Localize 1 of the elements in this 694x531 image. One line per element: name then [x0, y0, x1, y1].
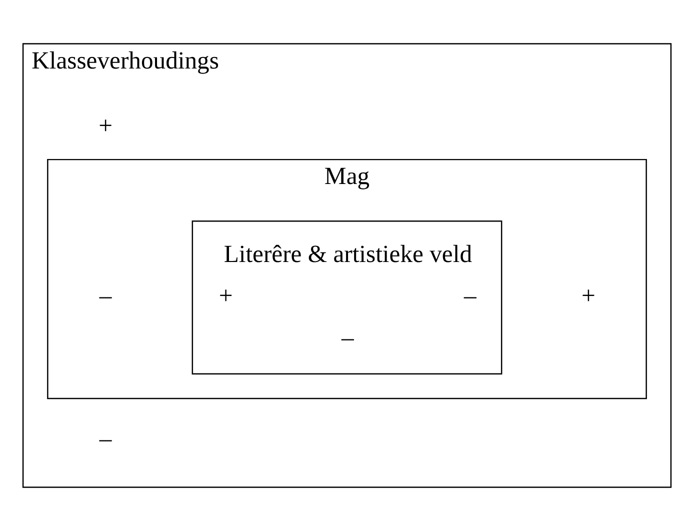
node-box: Literêre & artistieke veld + – – [192, 220, 502, 374]
